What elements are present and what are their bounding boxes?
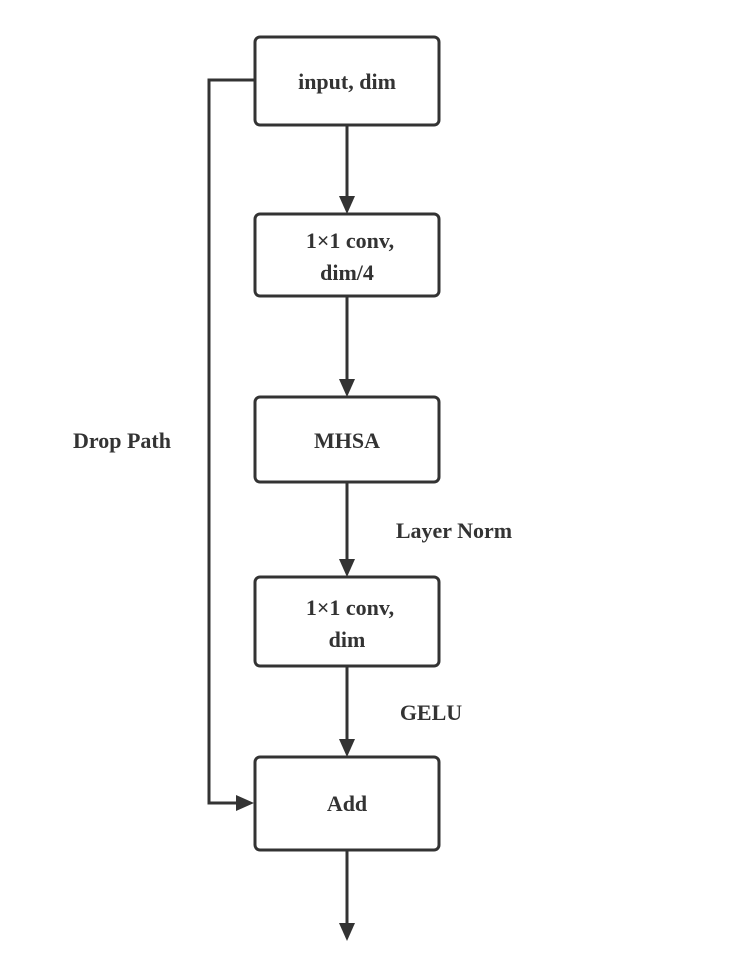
node-add: Add (253, 755, 441, 852)
node-mhsa: MHSA (253, 395, 441, 484)
node-label: Add (327, 791, 367, 816)
edge-conv1-to-mhsa (339, 296, 355, 397)
arrowhead (236, 795, 254, 811)
arrowhead (339, 559, 355, 577)
node-label-sub: dim (329, 627, 366, 652)
edge-drop-path-skip (207, 78, 255, 811)
node-box (253, 212, 441, 298)
edge-conv2-to-add (339, 666, 355, 757)
node-box (253, 395, 441, 484)
edge-input-to-conv1 (339, 125, 355, 214)
arrowhead (339, 739, 355, 757)
node-box (253, 755, 441, 852)
node-box (253, 35, 441, 127)
node-label: input, dim (298, 69, 396, 94)
node-label: 1×1 conv, (306, 228, 394, 253)
node-label-sub: dim/4 (320, 260, 374, 285)
gelu-label: GELU (400, 700, 462, 725)
node-conv1: 1×1 conv, dim/4 (253, 212, 441, 298)
edge-add-output (339, 850, 355, 941)
arrowhead (339, 379, 355, 397)
node-box (253, 575, 441, 668)
drop-path-label: Drop Path (73, 428, 171, 453)
arrowhead (339, 196, 355, 214)
layer-norm-label: Layer Norm (396, 518, 512, 543)
node-conv2: 1×1 conv, dim (253, 575, 441, 668)
node-label: 1×1 conv, (306, 595, 394, 620)
edge-mhsa-to-conv2 (339, 482, 355, 577)
arrowhead (339, 923, 355, 941)
node-label: MHSA (314, 428, 380, 453)
node-input: input, dim (253, 35, 441, 127)
